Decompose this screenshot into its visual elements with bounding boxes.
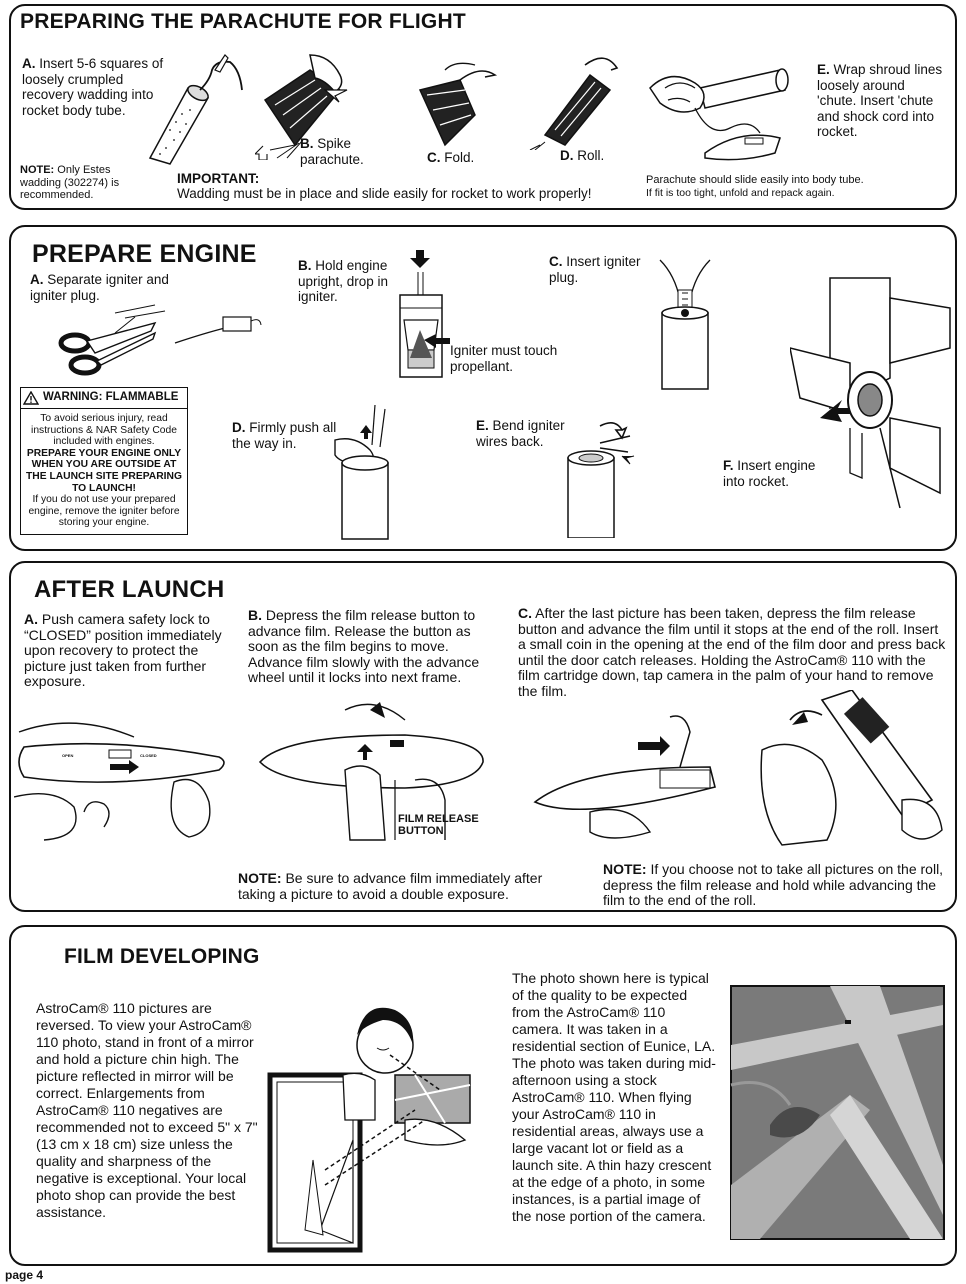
step-d-engine: D. Firmly push all the way in. (232, 420, 337, 451)
step-a-after-launch: A. Push camera safety lock to “CLOSED” p… (24, 611, 222, 689)
important-text: Wadding must be in place and slide easil… (177, 186, 592, 201)
aerial-photo (730, 985, 945, 1240)
warning-title: WARNING: FLAMMABLE (43, 391, 179, 404)
step-b-engine: B. Hold engine upright, drop in igniter. (298, 258, 389, 304)
roll-parachute-illustration (525, 50, 625, 150)
warning-triangle-icon (23, 391, 39, 405)
panel-after-launch (9, 561, 957, 912)
panel-film-developing (9, 925, 957, 1266)
film-developing-left-text: AstroCam® 110 pictures are reversed. To … (36, 1000, 258, 1220)
step-e-engine: E. Bend igniter wires back. (476, 418, 565, 449)
warning-text-2: PREPARE YOUR ENGINE ONLY WHEN YOU ARE OU… (26, 447, 182, 494)
section-title-parachute: PREPARING THE PARACHUTE FOR FLIGHT (20, 10, 466, 33)
note-end-of-roll: NOTE: If you choose not to take all pict… (603, 861, 944, 908)
note-double-exposure: NOTE: Be sure to advance film immediatel… (238, 870, 543, 902)
bend-wires-illustration (560, 418, 650, 538)
remove-film-illustration (752, 690, 952, 850)
rocket-fins-illustration (790, 268, 955, 513)
film-release-label: FILM RELEASE BUTTON (398, 813, 479, 837)
film-release-illustration (255, 700, 495, 845)
step-a-engine: A. Separate igniter and igniter plug. (30, 272, 169, 303)
step-a-parachute: A. Insert 5-6 squares of loosely crumple… (22, 56, 164, 118)
push-plug-illustration (330, 405, 400, 540)
spike-parachute-illustration (255, 50, 375, 160)
insert-chute-illustration (640, 58, 810, 168)
fit-note: If fit is too tight, unfold and repack a… (646, 187, 835, 199)
wadding-tube-illustration (130, 50, 270, 165)
film-developing-right-text: The photo shown here is typical of the q… (512, 970, 716, 1224)
open-label: OPEN (62, 753, 74, 758)
fold-parachute-illustration (405, 55, 505, 150)
step-f-engine: F. Insert engine into rocket. (723, 458, 816, 489)
section-title-after-launch: AFTER LAUNCH (34, 576, 225, 603)
mirror-illustration (265, 990, 480, 1260)
scissors-igniter-illustration (55, 303, 265, 378)
step-c-engine: C. Insert igniter plug. (549, 254, 641, 285)
step-c-parachute: C. Fold. (427, 150, 475, 165)
step-b-parachute: B. Spike parachute. (300, 136, 364, 167)
page-number: page 4 (5, 1268, 44, 1282)
igniter-note: Igniter must touch propellant. (450, 343, 558, 374)
step-b-after-launch: B. Depress the film release button to ad… (248, 607, 480, 685)
warning-text-3: If you do not use your prepared engine, … (28, 494, 180, 529)
note-wadding: NOTE: Only Estes wadding (302274) is rec… (20, 164, 120, 201)
step-d-parachute: D. Roll. (560, 148, 605, 163)
insert-plug-illustration (640, 255, 730, 390)
important-label: IMPORTANT: (177, 171, 260, 186)
closed-label: CLOSED (140, 753, 157, 758)
step-e-parachute: E. Wrap shroud lines loosely around 'chu… (817, 62, 943, 139)
warning-text-1: To avoid serious injury, read instructio… (31, 413, 177, 448)
step-c-after-launch: C. After the last picture has been taken… (518, 605, 946, 699)
arrow-propellant (422, 332, 452, 352)
slide-note: Parachute should slide easily into body … (646, 174, 864, 186)
safety-lock-illustration (14, 712, 239, 842)
warning-box: WARNING: FLAMMABLE To avoid serious inju… (20, 387, 188, 535)
panel-parachute (9, 4, 957, 210)
section-title-engine: PREPARE ENGINE (32, 240, 257, 268)
panel-prepare-engine (9, 225, 957, 551)
coin-insert-illustration (520, 712, 740, 847)
section-title-film-developing: FILM DEVELOPING (64, 945, 260, 968)
